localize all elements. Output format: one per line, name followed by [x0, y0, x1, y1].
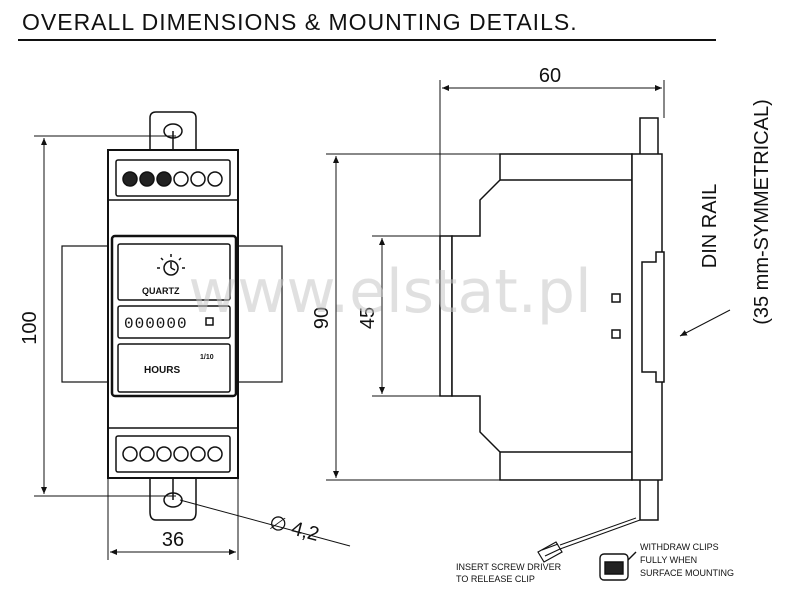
display-resolution: 1/10 — [200, 354, 214, 361]
dimension-label-90: 90 — [311, 307, 333, 329]
note-screwdriver-line1: INSERT SCREW DRIVER — [456, 562, 562, 572]
screwdriver-shaft — [559, 517, 637, 546]
side-indicator-bottom — [611, 329, 621, 339]
page-title: OVERALL DIMENSIONS & MOUNTING DETAILS. — [22, 9, 578, 35]
rear-clip-top — [639, 117, 659, 159]
note-withdraw-line2: FULLY WHEN — [640, 555, 697, 565]
terminal-screw — [156, 171, 172, 187]
bottom-mounting-clip — [149, 478, 197, 521]
terminal-screw — [207, 171, 223, 187]
dimension-label-hole: ∅ 4,2 — [267, 512, 322, 546]
top-terminals — [122, 171, 223, 187]
hole-leader — [179, 499, 351, 547]
terminal-screw — [139, 171, 155, 187]
terminal-screw — [190, 446, 206, 462]
rail-label: DIN RAIL — [699, 184, 721, 268]
front-dimension-lines — [34, 135, 351, 560]
terminal-screw — [173, 171, 189, 187]
terminal-screw — [122, 171, 138, 187]
terminal-screw — [207, 446, 223, 462]
terminal-screw — [173, 446, 189, 462]
note-withdraw-line1: WITHDRAW CLIPS — [640, 542, 719, 552]
display-counter: 000000 — [124, 315, 188, 333]
dimension-label-45: 45 — [357, 307, 379, 329]
display-brand: QUARTZ — [142, 286, 180, 296]
dimension-label-36: 36 — [162, 529, 184, 551]
terminal-screw — [139, 446, 155, 462]
terminal-screw — [156, 446, 172, 462]
clock-icon — [163, 260, 179, 276]
top-terminal-block — [115, 159, 231, 197]
dimension-label-60: 60 — [539, 65, 561, 87]
display-panel — [110, 234, 238, 398]
side-dimension-lines — [326, 80, 731, 550]
front-view — [61, 111, 283, 521]
top-mounting-clip — [149, 111, 197, 150]
din-rail-profile — [641, 251, 665, 383]
note-screwdriver-line2: TO RELEASE CLIP — [456, 574, 535, 584]
note-withdraw-line3: SURFACE MOUNTING — [640, 568, 734, 578]
screwdriver-icon — [537, 541, 563, 563]
bottom-terminals — [122, 446, 223, 462]
counter-window — [117, 305, 231, 339]
counter-decimal-digit — [205, 317, 214, 326]
rail-leader — [679, 309, 731, 337]
screwdriver-shaft-edge — [559, 519, 641, 550]
display-unit: HOURS — [144, 365, 180, 376]
clip-icon — [599, 551, 637, 581]
terminal-screw — [190, 171, 206, 187]
watermark-text: www.elstat.pl — [188, 257, 591, 327]
rear-clip-bottom — [639, 477, 659, 521]
dimension-label-100: 100 — [19, 311, 41, 344]
side-indicator-top — [611, 293, 621, 303]
side-view — [439, 117, 665, 521]
terminal-screw — [122, 446, 138, 462]
bottom-terminal-block — [115, 435, 231, 473]
rail-sublabel: (35 mm-SYMMETRICAL) — [751, 99, 773, 325]
